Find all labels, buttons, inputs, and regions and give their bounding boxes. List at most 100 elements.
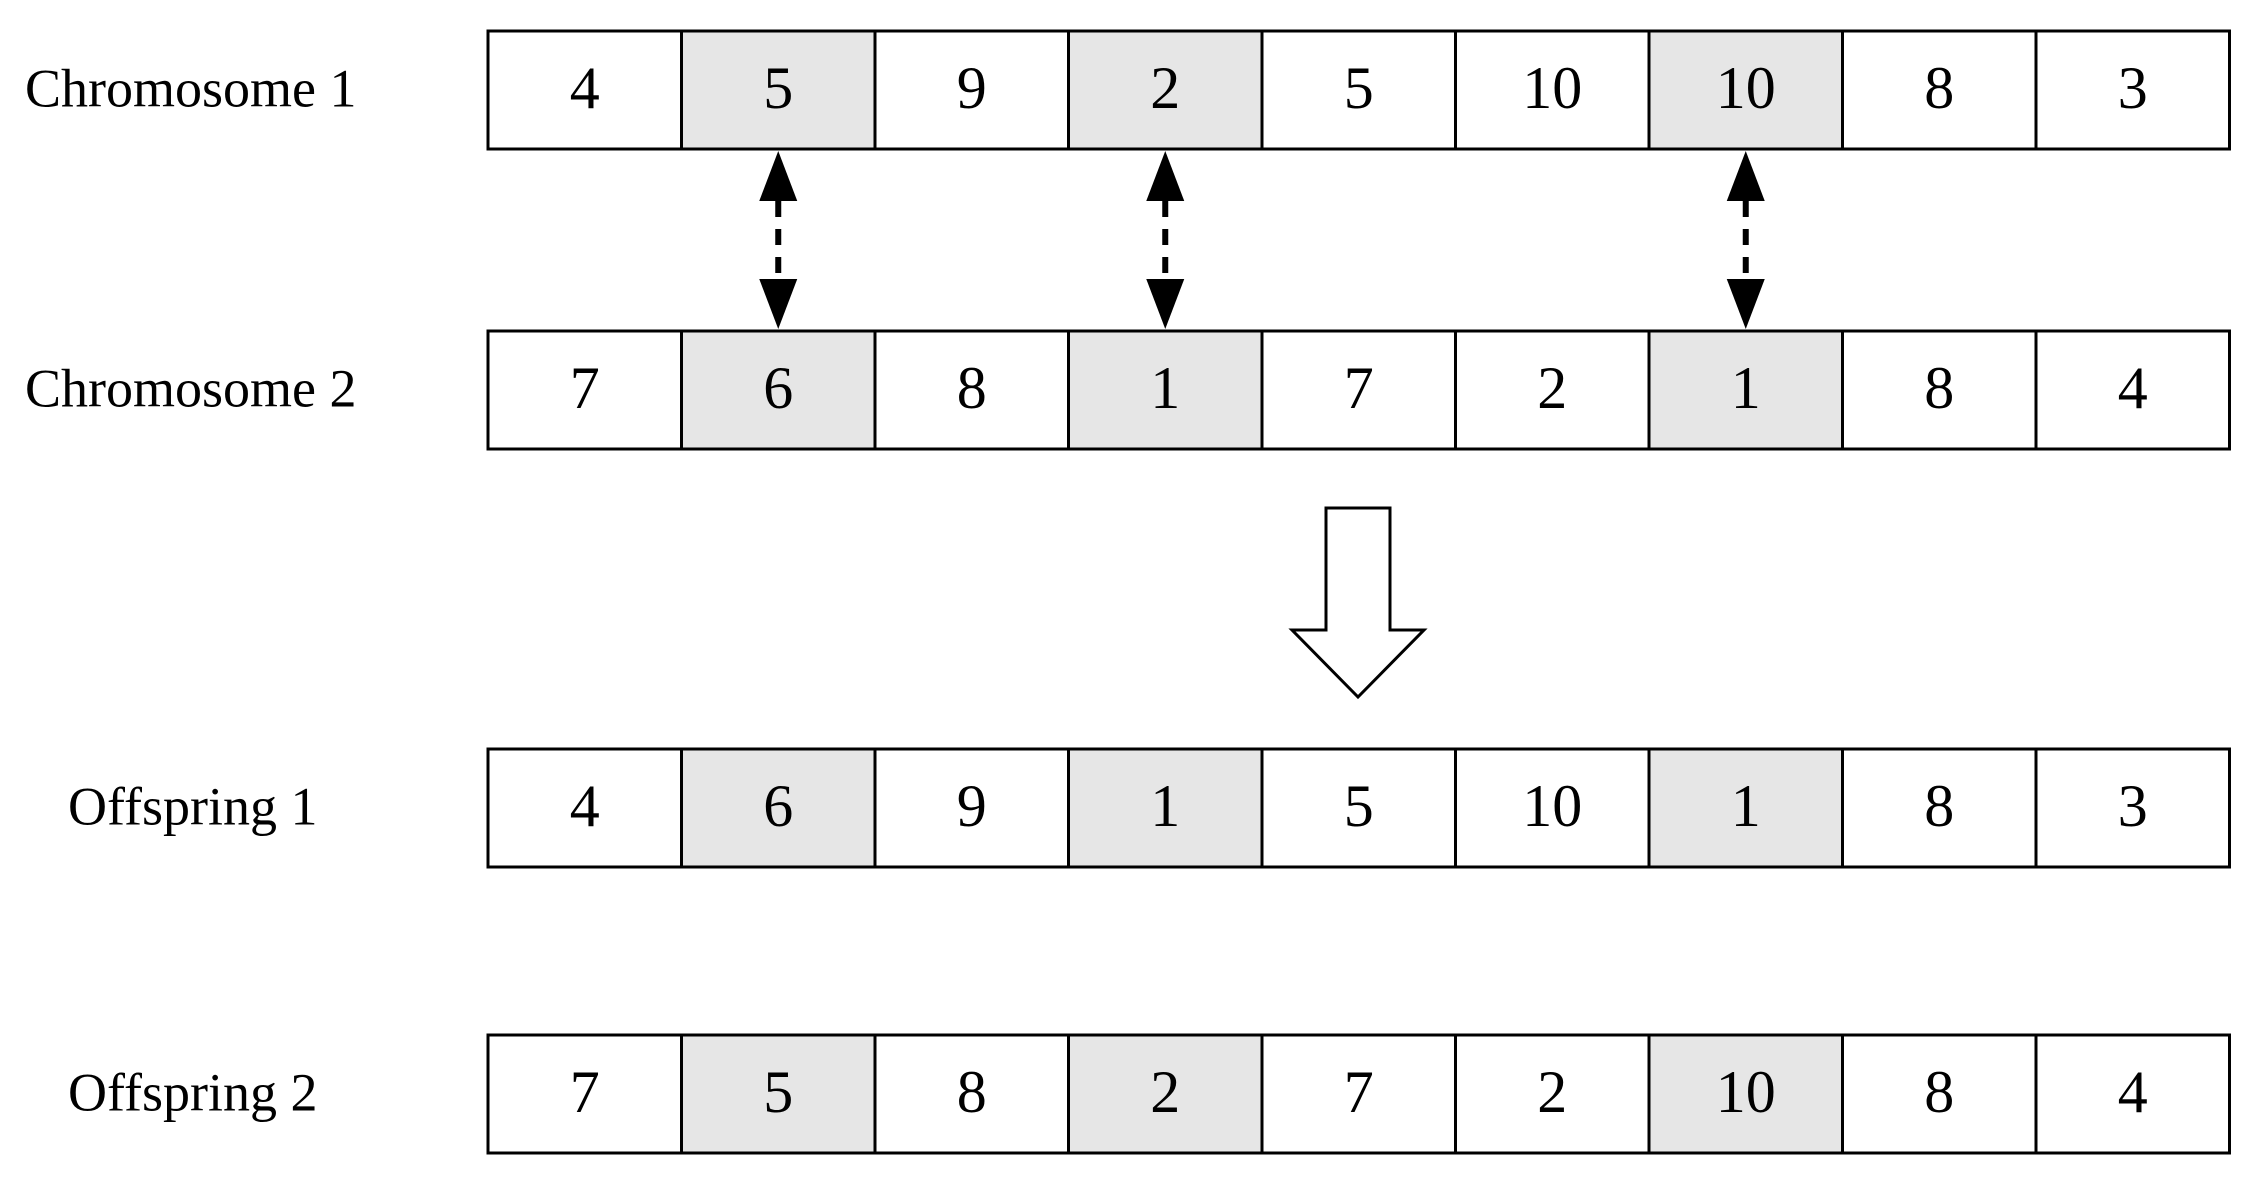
gene-cell-box bbox=[1454, 1033, 1651, 1155]
arrow-head-up bbox=[1726, 151, 1765, 201]
gene-cell: 6 bbox=[680, 747, 877, 869]
gene-cell: 7 bbox=[1260, 1033, 1457, 1155]
gene-value: 6 bbox=[763, 355, 793, 421]
offspring-2-label: Offspring 2 bbox=[68, 1062, 318, 1122]
gene-cell: 10 bbox=[1647, 1033, 1844, 1155]
gene-cell: 1 bbox=[1647, 747, 1844, 869]
gene-value: 5 bbox=[763, 55, 793, 121]
gene-cell: 8 bbox=[1841, 29, 2038, 151]
gene-value: 8 bbox=[1924, 55, 1954, 121]
gene-cell: 9 bbox=[873, 29, 1070, 151]
chromosome-1-row: 4 5 9 2 5 10 10 8 3 bbox=[486, 29, 2231, 151]
gene-value: 2 bbox=[1537, 1059, 1567, 1125]
offspring-1-label: Offspring 1 bbox=[68, 776, 318, 836]
gene-value: 3 bbox=[2118, 55, 2148, 121]
gene-value: 1 bbox=[1150, 355, 1180, 421]
gene-cell: 8 bbox=[1841, 329, 2038, 451]
gene-cell-box bbox=[1260, 329, 1457, 451]
gene-cell-swapped bbox=[680, 747, 877, 869]
gene-cell: 10 bbox=[1647, 29, 1844, 151]
gene-value: 7 bbox=[1344, 1059, 1374, 1125]
gene-cell: 7 bbox=[486, 1033, 683, 1155]
transition-arrow-group bbox=[1288, 506, 1428, 700]
gene-cell: 4 bbox=[2034, 329, 2231, 451]
gene-cell-box bbox=[1841, 329, 2038, 451]
arrow-head-down bbox=[1726, 279, 1765, 329]
gene-cell: 1 bbox=[1067, 747, 1264, 869]
gene-value: 8 bbox=[957, 355, 987, 421]
gene-cell: 2 bbox=[1067, 29, 1264, 151]
gene-value: 4 bbox=[570, 55, 600, 121]
chromosome-1-label: Chromosome 1 bbox=[25, 58, 357, 118]
gene-cell: 3 bbox=[2034, 747, 2231, 869]
gene-cell-box bbox=[486, 329, 683, 451]
gene-value: 8 bbox=[1924, 773, 1954, 839]
gene-cell: 1 bbox=[1067, 329, 1264, 451]
gene-value: 10 bbox=[1522, 773, 1582, 839]
gene-cell-box bbox=[873, 747, 1070, 869]
gene-value: 2 bbox=[1150, 55, 1180, 121]
gene-cell: 10 bbox=[1454, 29, 1651, 151]
gene-cell-swapped bbox=[1067, 29, 1264, 151]
gene-cell: 4 bbox=[486, 29, 683, 151]
gene-cell-box bbox=[1841, 1033, 2038, 1155]
gene-cell-swapped bbox=[1067, 747, 1264, 869]
gene-cell-swapped bbox=[1647, 747, 1844, 869]
gene-cell: 7 bbox=[486, 329, 683, 451]
gene-value: 5 bbox=[1344, 55, 1374, 121]
gene-cell: 8 bbox=[873, 1033, 1070, 1155]
gene-cell-box bbox=[1454, 329, 1651, 451]
gene-value: 7 bbox=[570, 1059, 600, 1125]
gene-cell-swapped bbox=[1647, 1033, 1844, 1155]
gene-cell-box bbox=[2034, 1033, 2231, 1155]
gene-cell-box bbox=[486, 29, 683, 151]
gene-cell: 5 bbox=[680, 29, 877, 151]
gene-value: 10 bbox=[1522, 55, 1582, 121]
gene-cell: 4 bbox=[486, 747, 683, 869]
gene-cell: 3 bbox=[2034, 29, 2231, 151]
gene-cell: 2 bbox=[1067, 1033, 1264, 1155]
gene-cell: 8 bbox=[873, 329, 1070, 451]
gene-value: 2 bbox=[1150, 1059, 1180, 1125]
gene-cell-swapped bbox=[1067, 329, 1264, 451]
gene-cell: 7 bbox=[1260, 329, 1457, 451]
gene-cell-box bbox=[486, 1033, 683, 1155]
swap-arrows bbox=[759, 151, 1765, 329]
gene-value: 3 bbox=[2118, 773, 2148, 839]
gene-cell-swapped bbox=[680, 29, 877, 151]
gene-cell: 2 bbox=[1454, 1033, 1651, 1155]
gene-value: 5 bbox=[1344, 773, 1374, 839]
gene-cell: 10 bbox=[1454, 747, 1651, 869]
gene-value: 1 bbox=[1731, 355, 1761, 421]
gene-value: 9 bbox=[957, 773, 987, 839]
gene-value: 8 bbox=[1924, 1059, 1954, 1125]
gene-cell-box bbox=[1260, 29, 1457, 151]
gene-cell-box bbox=[1841, 747, 2038, 869]
dashed-double-arrow-icon bbox=[1146, 151, 1185, 329]
offspring-1-row: 4 6 9 1 5 10 1 8 3 bbox=[486, 747, 2231, 869]
gene-cell-box bbox=[2034, 329, 2231, 451]
gene-value: 4 bbox=[570, 773, 600, 839]
gene-cell: 6 bbox=[680, 329, 877, 451]
gene-value: 8 bbox=[957, 1059, 987, 1125]
gene-value: 2 bbox=[1537, 355, 1567, 421]
gene-cell-box bbox=[486, 747, 683, 869]
gene-cell-box bbox=[1260, 1033, 1457, 1155]
gene-cell: 4 bbox=[2034, 1033, 2231, 1155]
hollow-down-arrow-icon bbox=[1288, 506, 1428, 700]
gene-cell-box bbox=[2034, 747, 2231, 869]
gene-cell: 2 bbox=[1454, 329, 1651, 451]
gene-cell: 8 bbox=[1841, 747, 2038, 869]
gene-cell-box bbox=[1454, 29, 1651, 151]
gene-cell: 5 bbox=[1260, 29, 1457, 151]
gene-cell: 5 bbox=[1260, 747, 1457, 869]
gene-cell: 9 bbox=[873, 747, 1070, 869]
arrow-head-down bbox=[1146, 279, 1185, 329]
gene-value: 10 bbox=[1716, 55, 1776, 121]
dashed-double-arrow-icon bbox=[759, 151, 798, 329]
arrow-head-up bbox=[1146, 151, 1185, 201]
